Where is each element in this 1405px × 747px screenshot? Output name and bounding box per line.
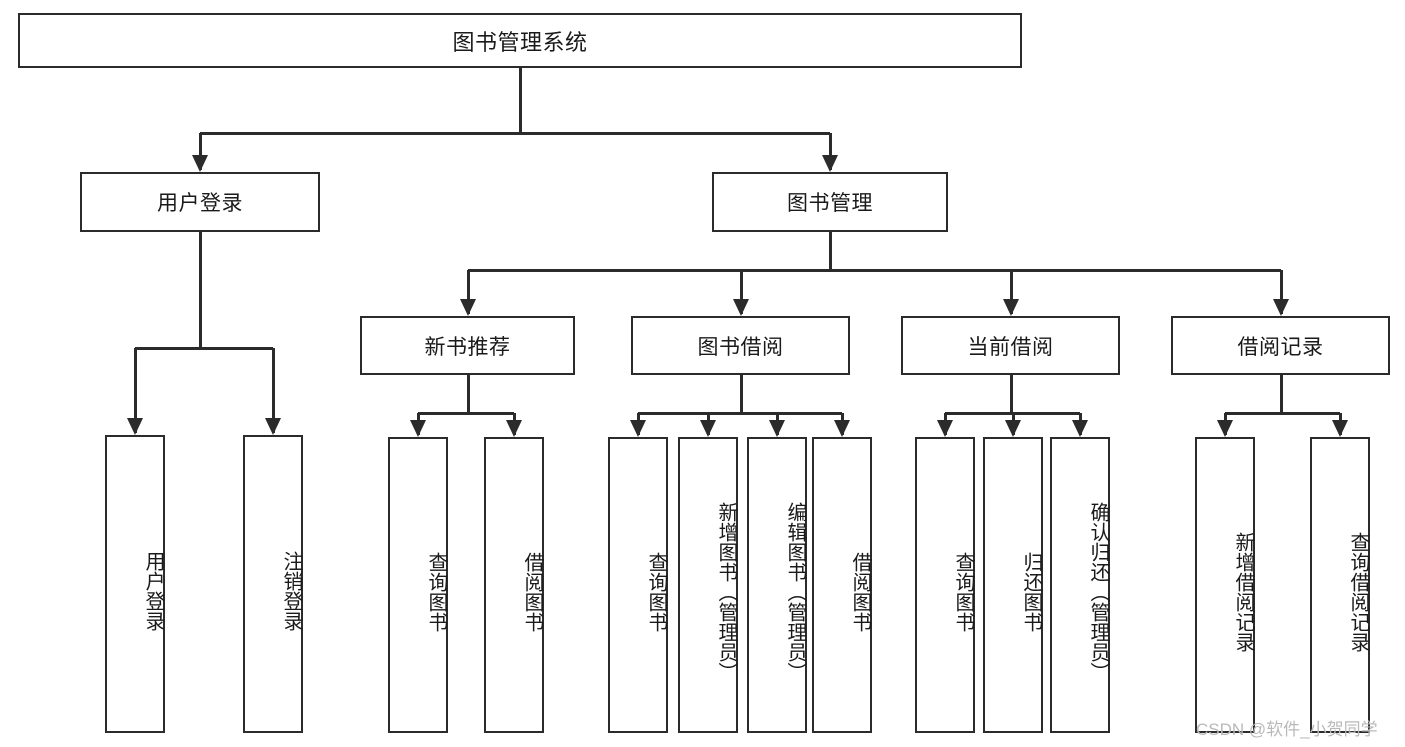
connector-line-horizontal — [467, 269, 1281, 272]
connector-line-vertical — [519, 68, 522, 133]
node-user-login[interactable]: 用户登录 — [80, 172, 320, 232]
connector-line-vertical — [199, 232, 202, 348]
node-label: 借阅记录 — [1237, 335, 1324, 359]
connector-line-horizontal — [638, 412, 842, 415]
connector-arrowhead — [732, 299, 749, 316]
node-label: 新书推荐 — [424, 335, 511, 359]
connector-arrowhead — [459, 299, 476, 316]
node-leaf-logout[interactable]: 注销登录 — [243, 435, 303, 733]
connector-line-vertical — [134, 348, 137, 433]
node-label: 新增借阅记录 — [1232, 532, 1254, 652]
connector-arrowhead — [834, 420, 850, 437]
connector-arrowhead — [506, 420, 522, 437]
node-leaf-add-record[interactable]: 新增借阅记录 — [1195, 437, 1255, 733]
connector-line-vertical — [199, 133, 202, 170]
node-leaf-add-book[interactable]: 新增图书（管理员） — [678, 437, 738, 733]
node-label: 查询图书 — [645, 552, 667, 632]
node-leaf-edit-book[interactable]: 编辑图书（管理员） — [747, 437, 807, 733]
connector-arrowhead — [630, 420, 646, 437]
node-new-book-recommend[interactable]: 新书推荐 — [360, 316, 575, 375]
node-leaf-query-record[interactable]: 查询借阅记录 — [1310, 437, 1370, 733]
connector-line-horizontal — [1225, 412, 1340, 415]
node-label: 借阅图书 — [849, 552, 871, 632]
node-label: 注销登录 — [280, 551, 302, 631]
connector-arrowhead — [700, 420, 716, 437]
connector-arrowhead — [410, 420, 426, 437]
connector-line-vertical — [829, 232, 832, 270]
node-label: 归还图书 — [1020, 552, 1042, 632]
connector-arrowhead — [1332, 420, 1348, 437]
node-leaf-user-login[interactable]: 用户登录 — [105, 435, 165, 733]
connector-line-vertical — [466, 270, 470, 314]
connector-line-vertical — [829, 133, 832, 170]
connector-arrowhead — [937, 420, 953, 437]
node-label: 图书管理 — [787, 192, 873, 215]
node-label: 确认归还（管理员） — [1087, 502, 1109, 682]
node-label: 编辑图书（管理员） — [784, 502, 806, 682]
connector-arrowhead — [1005, 420, 1021, 437]
node-leaf-return-book[interactable]: 归还图书 — [983, 437, 1043, 733]
node-leaf-confirm-return[interactable]: 确认归还（管理员） — [1050, 437, 1110, 733]
node-label: 查询借阅记录 — [1347, 532, 1369, 652]
connector-line-vertical — [739, 375, 743, 413]
connector-arrowhead — [1217, 420, 1233, 437]
node-label: 查询图书 — [425, 552, 447, 632]
connector-arrowhead — [822, 155, 838, 172]
connector-line-vertical — [1279, 375, 1283, 413]
node-book-borrow[interactable]: 图书借阅 — [631, 316, 850, 375]
connector-line-vertical — [1009, 375, 1013, 413]
node-leaf-query-book-new[interactable]: 查询图书 — [388, 437, 448, 733]
connector-arrowhead — [127, 418, 143, 435]
node-label: 查询图书 — [952, 552, 974, 632]
node-leaf-borrow-book-new[interactable]: 借阅图书 — [484, 437, 544, 733]
connector-arrowhead — [769, 420, 785, 437]
connector-line-horizontal — [135, 347, 273, 350]
connector-arrowhead — [192, 155, 208, 172]
connector-line-vertical — [272, 348, 275, 433]
node-label: 当前借阅 — [967, 335, 1054, 359]
node-current-borrow[interactable]: 当前借阅 — [901, 316, 1120, 375]
node-label: 图书管理系统 — [452, 29, 588, 55]
node-label: 用户登录 — [157, 192, 243, 215]
connector-line-vertical — [466, 375, 470, 413]
connector-arrowhead — [265, 418, 281, 435]
node-leaf-query-book-cb[interactable]: 查询图书 — [915, 437, 975, 733]
node-label: 用户登录 — [142, 551, 164, 631]
connector-arrowhead — [1272, 299, 1289, 316]
connector-line-vertical — [739, 270, 743, 314]
node-borrow-record[interactable]: 借阅记录 — [1171, 316, 1390, 375]
node-book-manage[interactable]: 图书管理 — [712, 172, 948, 232]
connector-line-vertical — [1279, 270, 1283, 314]
node-root[interactable]: 图书管理系统 — [18, 13, 1022, 68]
connector-arrowhead — [1072, 420, 1088, 437]
node-leaf-borrow-book-bb[interactable]: 借阅图书 — [812, 437, 872, 733]
connector-line-vertical — [1009, 270, 1013, 314]
connector-line-horizontal — [418, 412, 514, 415]
node-leaf-query-book-bb[interactable]: 查询图书 — [608, 437, 668, 733]
connector-arrowhead — [1002, 299, 1019, 316]
node-label: 新增图书（管理员） — [715, 502, 737, 682]
node-label: 借阅图书 — [521, 552, 543, 632]
node-label: 图书借阅 — [697, 335, 784, 359]
connector-line-horizontal — [200, 132, 830, 135]
